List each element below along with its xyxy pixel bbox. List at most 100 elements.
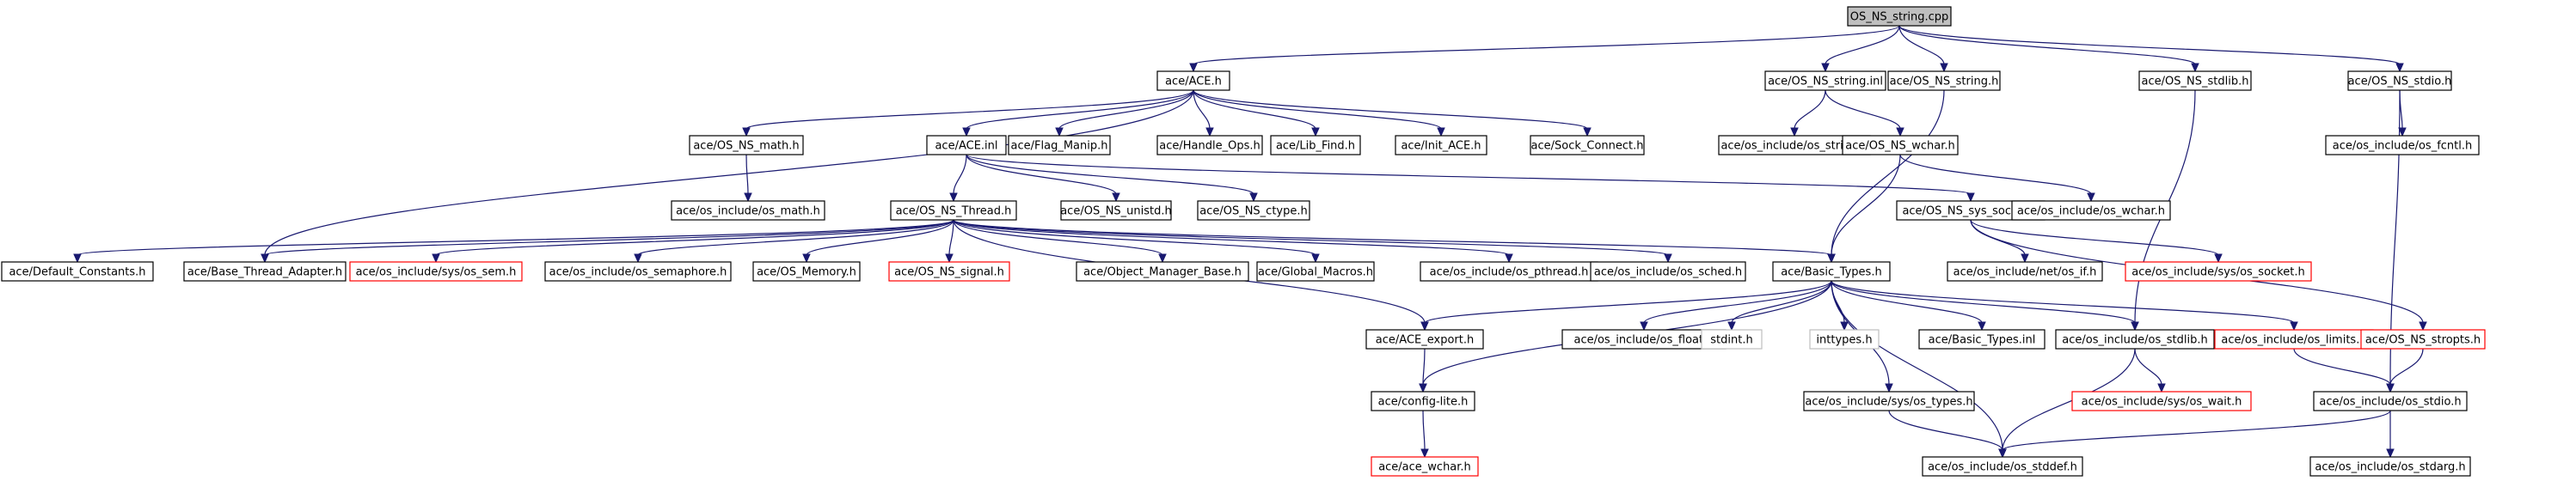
node-stdio-h[interactable]: ace/OS_NS_stdio.h (2347, 70, 2452, 91)
node-box (349, 261, 523, 282)
node-os-stddef[interactable]: ace/os_include/os_stddef.h (1922, 456, 2083, 477)
edge-ace_h-flag_manip (1058, 89, 1194, 130)
edge-arrowhead (1505, 253, 1513, 264)
node-os-socket[interactable]: ace/os_include/sys/os_socket.h (2125, 261, 2312, 282)
node-stdlib-h[interactable]: ace/OS_NS_stdlib.h (2138, 70, 2252, 91)
node-init-ace[interactable]: ace/Init_ACE.h (1395, 135, 1487, 155)
node-flag-manip[interactable]: ace/Flag_Manip.h (1008, 135, 1111, 155)
node-label: ace/ace_wchar.h (1378, 461, 1471, 474)
node-label: ace/Init_ACE.h (1401, 140, 1481, 153)
node-os-stdio[interactable]: ace/os_include/os_stdio.h (2313, 391, 2468, 411)
edge-thread_h-global_macros (953, 219, 1316, 256)
node-os-types[interactable]: ace/os_include/sys/os_types.h (1803, 391, 1975, 411)
edge-arrowhead (2290, 321, 2298, 332)
edge-arrowhead (2191, 63, 2199, 73)
node-inttypes[interactable]: inttypes.h (1809, 329, 1880, 350)
edge-ace_inl-thread_h (953, 154, 967, 195)
edge-basic_types_h-os_stdlib (1831, 280, 2136, 324)
node-ctype-h[interactable]: ace/OS_NS_ctype.h (1197, 200, 1310, 221)
edge-ace_h-handle_ops (1193, 89, 1211, 130)
node-string-inl[interactable]: ace/OS_NS_string.inl (1764, 70, 1886, 91)
node-os-float[interactable]: ace/os_include/os_float.h (1561, 329, 1727, 350)
node-root[interactable]: OS_NS_string.cpp (1847, 6, 1952, 27)
edge-os_types-os_stddef (1888, 410, 2003, 451)
node-box (2325, 135, 2480, 155)
node-box (1842, 135, 1959, 155)
edge-ace_inl-unistd_h (966, 154, 1117, 195)
node-box (1772, 261, 1891, 282)
edge-thread_h-os_sched (953, 219, 1669, 256)
node-handle-ops[interactable]: ace/Handle_Ops.h (1156, 135, 1263, 155)
node-unistd-h[interactable]: ace/OS_NS_unistd.h (1060, 200, 1172, 221)
node-basic-types-inl[interactable]: ace/Basic_Types.inl (1918, 329, 2045, 350)
node-box (1270, 135, 1361, 155)
node-ace-h[interactable]: ace/ACE.h (1156, 70, 1230, 91)
edge-arrowhead (2021, 253, 2029, 264)
edge-thread_h-default_constants (77, 219, 954, 256)
node-label: ace/OS_NS_stropts.h (2365, 334, 2481, 347)
node-sys-socket-h[interactable]: ace/OS_NS_sys_socket.h (1896, 200, 2045, 221)
node-math-h[interactable]: ace/OS_NS_math.h (689, 135, 804, 155)
node-string-h[interactable]: ace/OS_NS_string.h (1887, 70, 2001, 91)
node-label: ace/os_include/sys/os_socket.h (2131, 266, 2304, 279)
node-os-math[interactable]: ace/os_include/os_math.h (671, 200, 825, 221)
edge-arrowhead (1311, 127, 1320, 137)
node-lib-find[interactable]: ace/Lib_Find.h (1270, 135, 1361, 155)
edge-thread_h-os_memory (806, 219, 954, 256)
node-label: ace/Flag_Manip.h (1011, 140, 1108, 153)
edge-arrowhead (742, 127, 751, 137)
node-os-sem[interactable]: ace/os_include/sys/os_sem.h (349, 261, 523, 282)
node-base-thread-adapter[interactable]: ace/Base_Thread_Adapter.h (183, 261, 347, 282)
node-os-if[interactable]: ace/os_include/net/os_if.h (1947, 261, 2103, 282)
node-os-memory[interactable]: ace/OS_Memory.h (752, 261, 861, 282)
node-label: ace/os_include/os_sched.h (1594, 266, 1742, 279)
node-sock-connect[interactable]: ace/Sock_Connect.h (1530, 135, 1645, 155)
node-box (1365, 329, 1484, 350)
node-ace-wchar[interactable]: ace/ace_wchar.h (1371, 456, 1479, 477)
node-object-manager-base[interactable]: ace/Object_Manager_Base.h (1076, 261, 1249, 282)
node-label: ace/os_include/os_fcntl.h (2333, 140, 2472, 153)
node-label: ace/os_include/os_stdarg.h (2315, 461, 2465, 474)
node-label: OS_NS_string.cpp (1850, 11, 1949, 24)
node-label: ace/OS_NS_wchar.h (1845, 140, 1954, 153)
edge-arrowhead (945, 253, 954, 264)
edge-string_h-basic_types_h (1831, 89, 1945, 256)
edge-arrowhead (1158, 253, 1167, 264)
node-config-lite[interactable]: ace/config-lite.h (1371, 391, 1475, 411)
node-label: ace/OS_NS_unistd.h (1060, 205, 1172, 218)
node-box (1395, 135, 1487, 155)
edge-ace_export-config_lite (1422, 348, 1426, 386)
node-os-string[interactable]: ace/os_include/os_string.h (1718, 135, 1871, 155)
node-os-semaphore[interactable]: ace/os_include/os_semaphore.h (544, 261, 732, 282)
node-box (1590, 261, 1746, 282)
edge-os_limits-os_stdio (2293, 348, 2391, 386)
node-stropts-h[interactable]: ace/OS_NS_stropts.h (2360, 329, 2486, 350)
node-ace-export[interactable]: ace/ACE_export.h (1365, 329, 1484, 350)
node-label: ace/OS_NS_string.inl (1768, 76, 1883, 88)
edge-stropts_h-os_stdio (2389, 348, 2424, 386)
node-default-constants[interactable]: ace/Default_Constants.h (1, 261, 154, 282)
node-os-stdarg[interactable]: ace/os_include/os_stdarg.h (2309, 456, 2471, 477)
node-os-wait[interactable]: ace/os_include/sys/os_wait.h (2071, 391, 2252, 411)
node-box (1060, 200, 1172, 221)
edge-arrowhead (1420, 321, 1429, 332)
node-os-fcntl[interactable]: ace/os_include/os_fcntl.h (2325, 135, 2480, 155)
node-basic-types-h[interactable]: ace/Basic_Types.h (1772, 261, 1891, 282)
node-box (1197, 200, 1310, 221)
edge-arrowhead (1583, 127, 1592, 137)
node-stdint[interactable]: stdint.h (1701, 329, 1763, 350)
node-os-stdlib[interactable]: ace/os_include/os_stdlib.h (2055, 329, 2215, 350)
edge-arrowhead (1205, 127, 1214, 137)
node-os-wchar[interactable]: ace/os_include/os_wchar.h (2011, 200, 2171, 221)
node-global-macros[interactable]: ace/Global_Macros.h (1256, 261, 1375, 282)
edge-ace_h-math_h (745, 89, 1194, 130)
edge-sys_socket_h-os_socket (1970, 219, 2219, 256)
node-os-sched[interactable]: ace/os_include/os_sched.h (1590, 261, 1746, 282)
node-ace-inl[interactable]: ace/ACE.inl (926, 135, 1007, 155)
node-thread-h[interactable]: ace/OS_NS_Thread.h (890, 200, 1017, 221)
node-os-pthread[interactable]: ace/os_include/os_pthread.h (1420, 261, 1598, 282)
node-os-limits[interactable]: ace/os_include/os_limits.h (2214, 329, 2374, 350)
edge-arrowhead (802, 253, 811, 264)
node-signal-h[interactable]: ace/OS_NS_signal.h (888, 261, 1010, 282)
node-wchar-h[interactable]: ace/OS_NS_wchar.h (1842, 135, 1959, 155)
